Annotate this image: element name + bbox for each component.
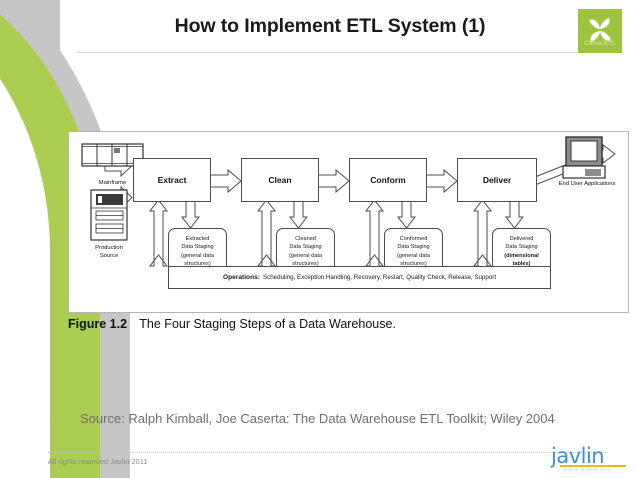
staging-conformed-line3: (general data: [397, 252, 430, 259]
mainframe-label-text: Mainframe: [98, 180, 127, 186]
process-label-clean: Clean: [268, 175, 292, 185]
javlin-wordmark: javlin: [551, 444, 605, 468]
process-box-conform[interactable]: Conform: [349, 158, 427, 202]
operations-bar: Operations: Scheduling, Exception Handli…: [168, 266, 551, 289]
staging-delivered-line4: tables): [512, 260, 531, 267]
desktop-computer-icon: [562, 136, 606, 179]
staging-extracted-line2: Data Staging: [181, 244, 214, 251]
figure-caption: Figure 1.2 The Four Staging Steps of a D…: [68, 317, 396, 331]
staging-delivered-line2: Data Staging: [505, 244, 538, 251]
title-divider: [77, 52, 608, 53]
process-label-conform: Conform: [370, 175, 406, 185]
end-user-applications-label: End User Applications: [549, 180, 625, 188]
production-source-line1: Production: [95, 245, 123, 251]
end-user-applications-text: End User Applications: [558, 181, 616, 187]
figure-frame: Mainframe Production Source End User App…: [68, 131, 629, 313]
process-box-clean[interactable]: Clean: [241, 158, 319, 202]
staging-cleaned-line2: Data Staging: [289, 244, 322, 251]
staging-extracted-line3: (general data: [181, 252, 214, 259]
staging-conformed-line4: structures): [400, 260, 427, 267]
cloveretl-wordmark: CloverETL: [584, 41, 616, 47]
clover-pinwheel-icon: [589, 18, 611, 42]
staging-cleaned-line3: (general data: [289, 252, 322, 259]
process-box-deliver[interactable]: Deliver: [457, 158, 537, 202]
server-rack-icon: [90, 189, 128, 241]
mainframe-label: Mainframe: [82, 179, 143, 187]
staging-delivered-line1: Delivered: [509, 235, 534, 242]
cloveretl-logo: [578, 9, 622, 53]
staging-cleaned-line4: structures): [292, 260, 319, 267]
footer-divider: [48, 452, 608, 454]
javlin-underline: [560, 465, 626, 467]
process-box-extract[interactable]: Extract: [133, 158, 211, 202]
process-label-extract: Extract: [157, 175, 187, 185]
staging-cleaned-line1: Cleaned: [295, 235, 316, 242]
production-source-label: Production Source: [79, 244, 139, 261]
operations-text: Scheduling, Exception Handling, Recovery…: [262, 274, 497, 281]
staging-delivered-line3: (dimensional: [504, 252, 539, 259]
javlin-tagline: Data Solutions: [564, 467, 611, 472]
figure-caption-number: Figure 1.2: [68, 317, 128, 331]
source-citation: Source: Ralph Kimball, Joe Caserta: The …: [80, 411, 555, 426]
staging-extracted-line1: Extracted: [185, 235, 210, 242]
staging-conformed-line2: Data Staging: [397, 244, 430, 251]
footer-copyright: All rights reserved Javlin 2011: [48, 457, 148, 466]
page-title: How to Implement ETL System (1): [174, 15, 486, 37]
javlin-logo: javlin Data Solutions: [551, 446, 631, 474]
staging-extracted-line4: structures): [184, 260, 211, 267]
operations-label: Operations:: [222, 274, 260, 281]
production-source-line2: Source: [99, 253, 119, 260]
staging-conformed-line1: Conformed: [399, 235, 428, 242]
process-label-deliver: Deliver: [482, 175, 512, 185]
figure-caption-text: The Four Staging Steps of a Data Warehou…: [139, 317, 396, 331]
